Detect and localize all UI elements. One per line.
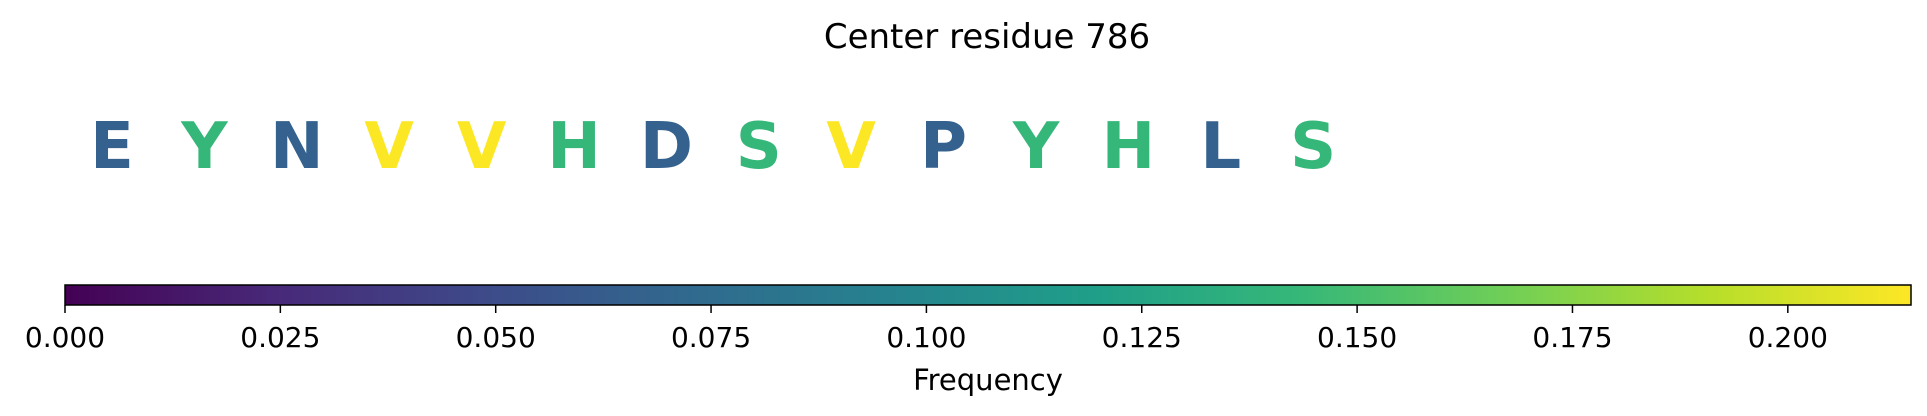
residue-letter: Y xyxy=(1012,110,1060,184)
residue-letter: H xyxy=(547,110,601,184)
residue-letter: V xyxy=(364,110,414,184)
residue-letter: P xyxy=(920,110,967,184)
residue-letter: S xyxy=(736,110,782,184)
residue-letter: H xyxy=(1102,110,1156,184)
colorbar-tick-label: 0.025 xyxy=(240,321,320,354)
colorbar-tick-label: 0.100 xyxy=(886,321,966,354)
colorbar: 0.000 0.025 0.050 0.075 0.100 0.125 0.150 0.175… xyxy=(25,284,1912,354)
colorbar-ticks: 0.000 0.025 0.050 0.075 0.100 0.125 0.150 0.175… xyxy=(25,305,1828,354)
colorbar-frame xyxy=(64,284,1912,306)
residue-letter: N xyxy=(270,110,324,184)
residue-letter: S xyxy=(1290,110,1336,184)
colorbar-tick-label: 0.125 xyxy=(1102,321,1182,354)
residue-letter: L xyxy=(1200,110,1241,184)
residue-letter: D xyxy=(640,110,693,184)
colorbar-tick-label: 0.050 xyxy=(456,321,536,354)
colorbar-label: Frequency xyxy=(913,363,1063,397)
residue-letter: Y xyxy=(180,110,228,184)
colorbar-tick-label: 0.000 xyxy=(25,321,105,354)
residue-letter: V xyxy=(457,110,507,184)
colorbar-tick-label: 0.075 xyxy=(671,321,751,354)
colorbar-tick-label: 0.175 xyxy=(1532,321,1612,354)
chart-title: Center residue 786 xyxy=(824,17,1150,57)
residue-letter: E xyxy=(90,110,134,184)
residue-letter: V xyxy=(826,110,876,184)
colorbar-tick-label: 0.150 xyxy=(1317,321,1397,354)
colorbar-tick-label: 0.200 xyxy=(1748,321,1828,354)
colorbar-gradient xyxy=(65,285,1911,305)
